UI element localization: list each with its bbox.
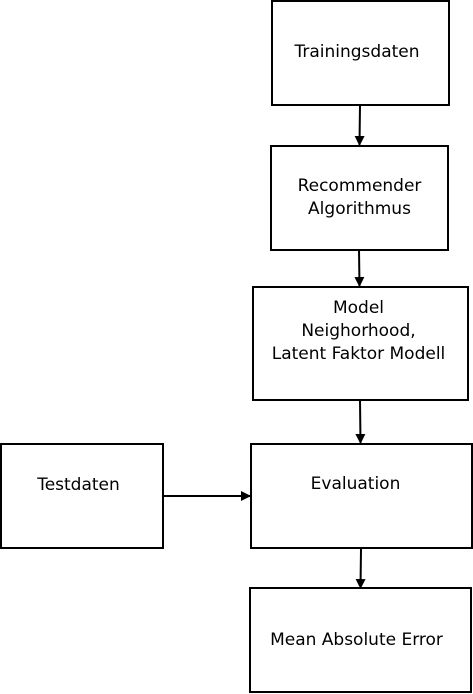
node-mae-box (249, 587, 472, 693)
node-trainingsdaten-line-1: Trainingsdaten (294, 42, 420, 62)
node-model-line-2: Neighorhood, (301, 321, 416, 341)
node-model-label: Model Neighorhood, Latent Faktor Modell (252, 297, 465, 366)
node-model-box (252, 286, 469, 401)
node-testdaten-label: Testdaten (0, 474, 157, 497)
node-testdaten-box (0, 443, 164, 549)
arrow-trainingsdaten-to-recommender (354, 104, 365, 146)
arrow-recommender-to-model (354, 249, 365, 287)
node-mae-label: Mean Absolute Error (249, 629, 464, 652)
node-model-line-1: Model (332, 298, 385, 318)
node-trainingsdaten-box (271, 0, 450, 106)
node-recommender-label: Recommender Algorithmus (270, 175, 449, 221)
node-evaluation-label: Evaluation (250, 473, 461, 496)
node-model-line-3: Latent Faktor Modell (271, 344, 446, 364)
arrow-model-to-evaluation (355, 399, 366, 444)
node-trainingsdaten-label: Trainingsdaten (271, 41, 443, 64)
arrow-evaluation-to-mae (355, 548, 366, 589)
node-mae-line-1: Mean Absolute Error (270, 630, 443, 650)
node-recommender-line-1: Recommender (297, 176, 422, 196)
node-recommender-line-2: Algorithmus (308, 199, 411, 219)
node-evaluation-box (250, 443, 473, 549)
node-testdaten-line-1: Testdaten (37, 475, 120, 495)
node-evaluation-line-1: Evaluation (310, 474, 401, 494)
node-recommender-box (270, 145, 449, 251)
